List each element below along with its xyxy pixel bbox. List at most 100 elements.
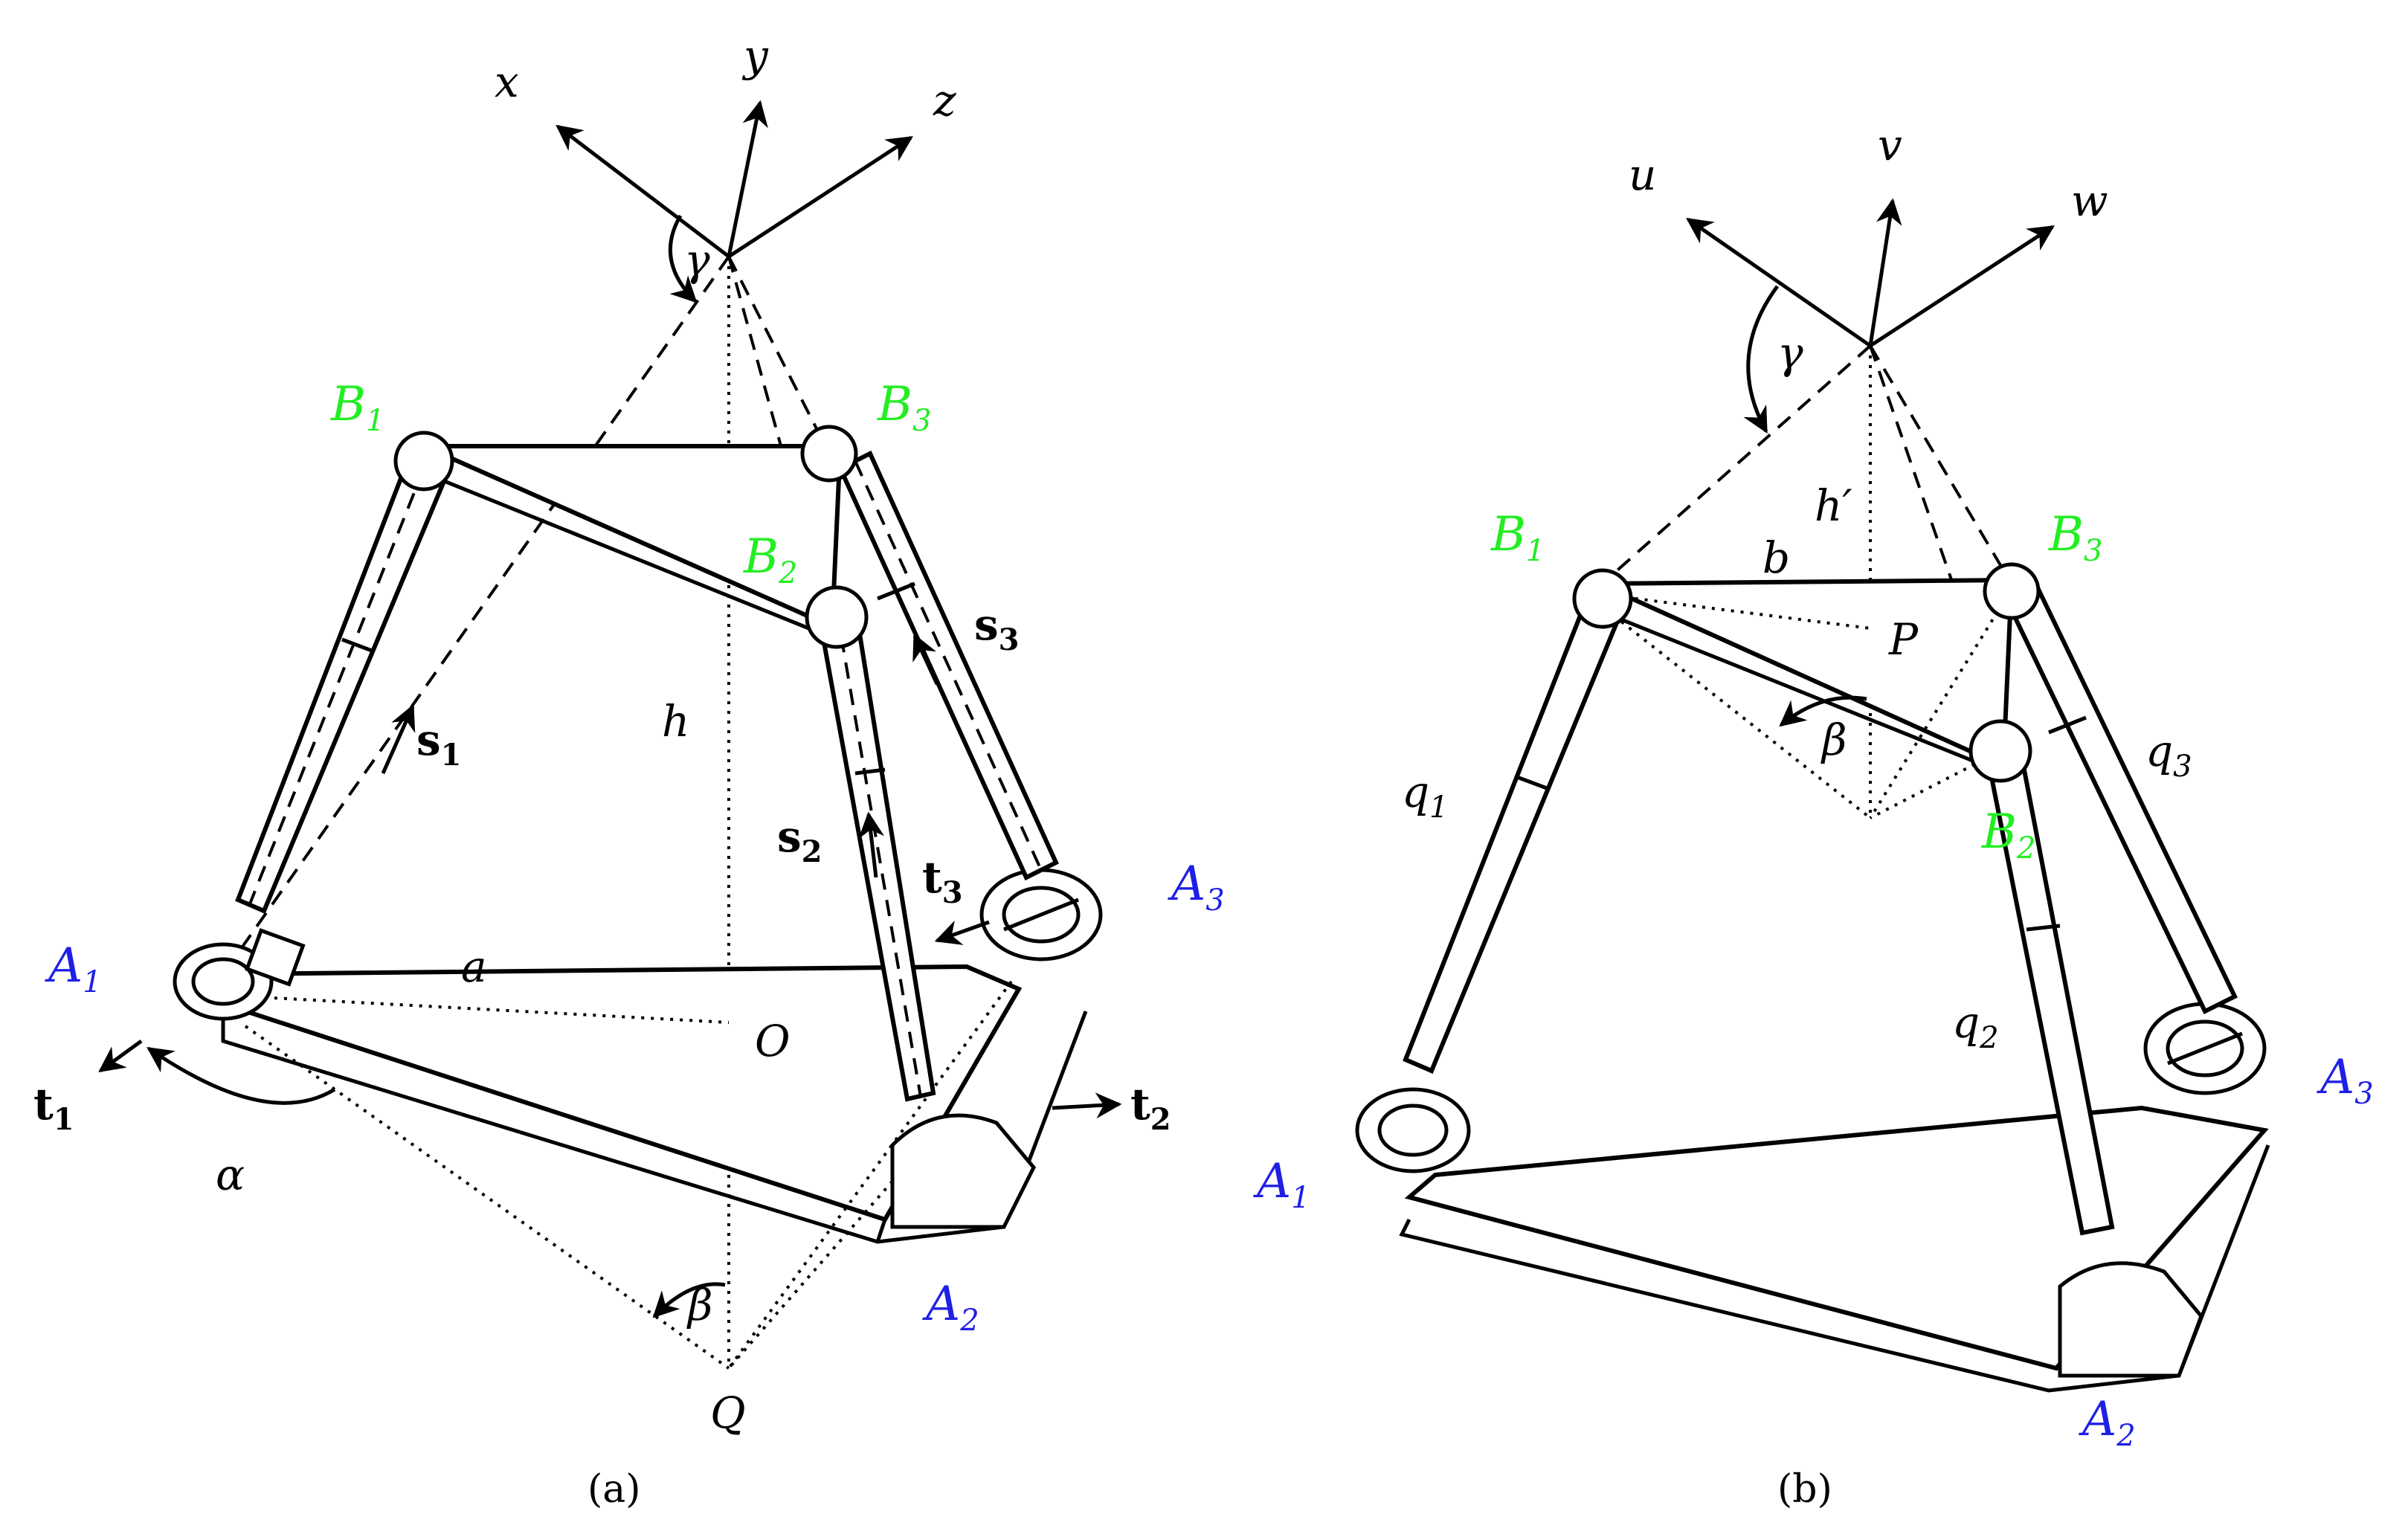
beta-arc-b: [1779, 695, 1867, 727]
beta-arc-a: [652, 1282, 726, 1318]
leg-a3-collar: [877, 581, 915, 601]
label-q1: q1: [1402, 767, 1449, 825]
leg-a2-axis: [835, 609, 922, 1098]
label-a3-b: A3: [2317, 1050, 2374, 1111]
label-a-side: a: [461, 941, 487, 992]
label-a1-a: A1: [45, 938, 102, 999]
label-b-side: b: [1762, 532, 1790, 583]
y-axis-arrow: [727, 100, 768, 257]
base-plate-b: [1404, 1105, 2269, 1371]
leg-b1-collar: [1516, 775, 1548, 790]
label-b1-a: B1: [330, 377, 384, 438]
leg-b1: [1403, 602, 1620, 1074]
label-b2-a: B2: [743, 529, 797, 590]
label-y: y: [741, 30, 769, 81]
panel-a: x y z γ h a O Q α β B1 B2 B3 A1 A2 A3 s1…: [33, 30, 1225, 1512]
label-q3: q3: [2145, 726, 2192, 784]
label-h: h: [662, 696, 689, 747]
label-p: P: [1888, 614, 1919, 665]
platform-b-edge: [1606, 611, 1986, 768]
label-a2-a: A2: [922, 1277, 979, 1338]
w-axis-arrow: [1869, 225, 2055, 348]
label-b1-b: B1: [1490, 507, 1545, 568]
label-z: z: [933, 75, 956, 126]
label-s2: s2: [777, 811, 822, 869]
leg-a3-axis: [854, 460, 1043, 871]
dash-apex-b1-b: [1605, 344, 1872, 581]
base-joint-a1-box: [245, 928, 306, 987]
label-s1: s1: [416, 715, 462, 773]
dash-apex-b3: [727, 256, 827, 447]
leg-a1: [235, 454, 449, 914]
label-gamma-b: γ: [1777, 328, 1803, 378]
platform-joint-b1: [393, 431, 454, 492]
label-alpha: α: [216, 1150, 245, 1200]
t2-arrow: [1052, 1092, 1122, 1119]
leg-b3-collar: [2048, 715, 2087, 735]
dot-a1-q: [244, 1025, 730, 1370]
platform-joint-b2: [805, 585, 869, 649]
gamma-arc-a: [668, 214, 698, 303]
label-t2: t2: [1130, 1079, 1171, 1137]
dot-a3-q: [727, 980, 1013, 1370]
dot-a2-q: [727, 1129, 939, 1370]
base-joint-a2: [890, 1113, 1036, 1229]
base-joint-b-a1-inner: [1377, 1104, 1449, 1157]
platform-joint-b-b3: [1983, 562, 2041, 620]
label-t1: t1: [33, 1079, 74, 1137]
label-s3: s3: [974, 599, 1020, 657]
s3-arrow: [912, 633, 939, 686]
base-joint-a3-slot: [1003, 898, 1079, 932]
alpha-arc: [147, 1046, 336, 1105]
s2-arrow: [858, 811, 885, 878]
label-beta-a: β: [686, 1280, 713, 1330]
dash-apex-b3-b: [1869, 344, 2002, 567]
base-joint-b-a3-slot: [2167, 1031, 2243, 1066]
base-plate-b-side: [1399, 1144, 2270, 1393]
caption-a: (a): [587, 1467, 641, 1512]
platform-joint-b-b2: [1968, 719, 2032, 783]
v-axis-arrow: [1868, 198, 1902, 347]
dash-apex-a1: [222, 255, 730, 976]
base-joint-a1-inner: [191, 957, 255, 1006]
z-axis-arrow: [727, 135, 913, 259]
label-a1-b: A1: [1253, 1154, 1310, 1215]
frame-b: [1686, 198, 2055, 434]
label-h-prime: h′: [1815, 480, 1852, 531]
leg-b2-collar: [2026, 924, 2061, 932]
panel-b: u v w γ h′ b P β q1 q2 q3 B1 B2 B3 A1 A2…: [1253, 120, 2374, 1512]
label-q: Q: [710, 1388, 746, 1438]
label-gamma-a: γ: [684, 235, 710, 286]
base-joint-b-a2: [2058, 1261, 2203, 1378]
label-v: v: [1878, 120, 1902, 170]
platform-joint-b-b1: [1572, 568, 1633, 629]
label-u: u: [1629, 149, 1656, 200]
leg-a2-collar: [854, 767, 886, 776]
label-a2-b: A2: [2079, 1392, 2136, 1453]
platform-joint-b3: [800, 425, 858, 483]
label-o: O: [755, 1016, 791, 1066]
leg-a1-collar: [341, 637, 373, 653]
label-beta-b: β: [1820, 715, 1847, 765]
frame-a: [556, 100, 913, 303]
platform-b: [1597, 577, 2015, 758]
base-edge-a: [875, 1219, 887, 1243]
label-w: w: [2071, 175, 2108, 226]
caption-b: (b): [1777, 1467, 1832, 1512]
s1-arrow: [381, 703, 416, 775]
u-axis-arrow: [1686, 217, 1872, 348]
label-b3-b: B3: [2048, 507, 2102, 568]
label-t3: t3: [922, 852, 963, 910]
t3-arrow: [934, 920, 990, 945]
gamma-arc-b: [1743, 285, 1780, 434]
dot-a1-o: [245, 995, 730, 1024]
x-axis-arrow: [556, 124, 730, 258]
label-a3-a: A3: [1168, 857, 1225, 918]
label-b2-b: B2: [1981, 805, 2035, 866]
label-q2: q2: [1952, 997, 1999, 1055]
label-x: x: [495, 57, 519, 107]
t1-arrow: [98, 1039, 143, 1073]
label-b3-a: B3: [877, 377, 931, 438]
platform-a-edge: [431, 474, 819, 634]
